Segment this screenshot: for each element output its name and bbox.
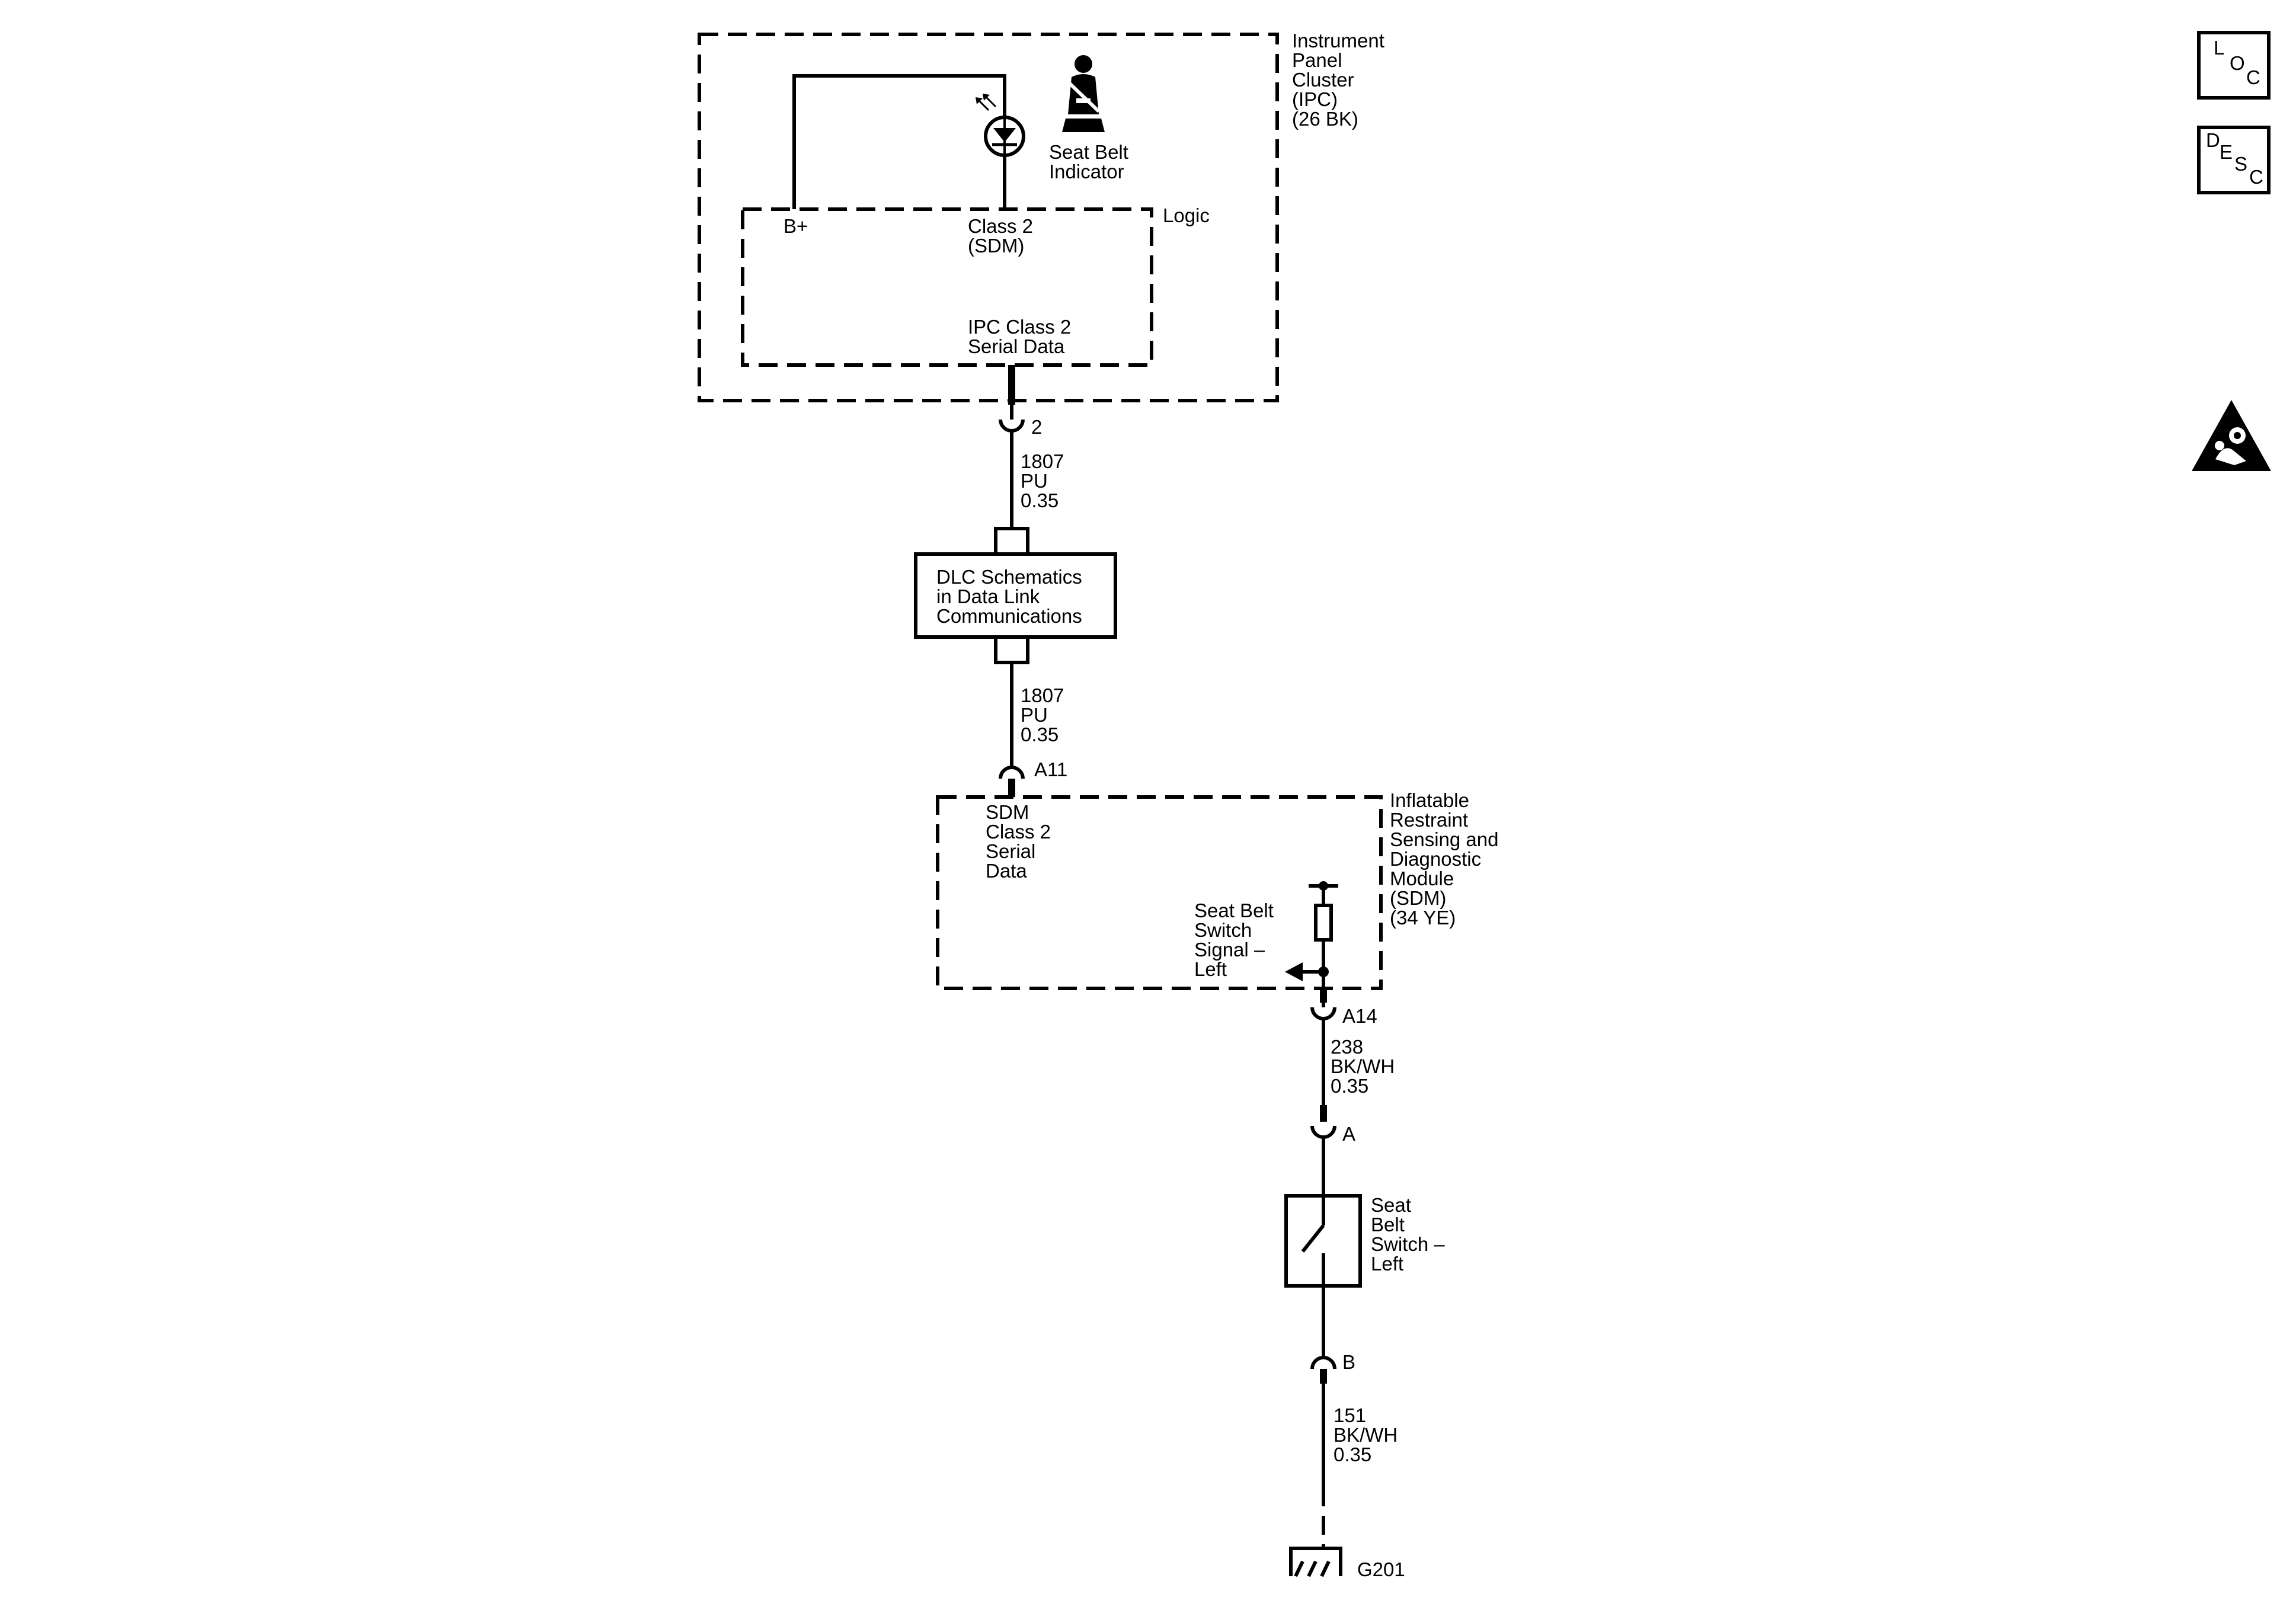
wire-1807-lower-line-2: PU: [1021, 704, 1048, 726]
ground-icon: [1289, 1547, 1342, 1577]
seat-belt-indicator-label-1: Seat Belt: [1049, 141, 1128, 163]
sdm-class2-label-3: Serial: [986, 840, 1035, 862]
ipc-label-line-2: Panel: [1292, 49, 1342, 71]
ipc-label-line-5: (26 BK): [1292, 108, 1358, 130]
logic-label: Logic: [1163, 204, 1210, 226]
seat-belt-indicator-label-2: Indicator: [1049, 161, 1124, 183]
bplus-label: B+: [784, 215, 808, 237]
wire-1807-upper-line-1: 1807: [1021, 450, 1064, 472]
desc-letter-c: C: [2249, 166, 2263, 188]
dlc-label-2: in Data Link: [936, 585, 1040, 607]
connector-a14-symbol: [1310, 1007, 1336, 1020]
wire-ipc-to-dlc: [994, 365, 1029, 554]
connector-a14-label: A14: [1342, 1005, 1377, 1027]
wire-sdm-to-switch: [1310, 988, 1336, 1196]
sdm-label-line-3: Sensing and: [1390, 828, 1498, 850]
switch-signal-label-2: Switch: [1194, 919, 1252, 941]
class2-sdm-label-1: Class 2: [968, 215, 1033, 237]
switch-signal-label-3: Signal –: [1194, 939, 1265, 961]
wire-1807-upper-line-2: PU: [1021, 470, 1048, 492]
desc-letter-s: S: [2234, 153, 2247, 175]
switch-signal-label-4: Left: [1194, 958, 1227, 980]
loc-icon[interactable]: L O C: [2197, 31, 2271, 100]
desc-letter-e: E: [2220, 141, 2233, 163]
wire-1807-upper-line-3: 0.35: [1021, 489, 1059, 511]
connector-a11-symbol: [999, 766, 1025, 779]
connector-a11-label: A11: [1034, 758, 1067, 780]
sdm-class2-label-4: Data: [986, 860, 1027, 882]
loc-letter-c: C: [2246, 66, 2260, 88]
ipc-bplus-wire: [792, 74, 1006, 209]
wire-151-line-2: BK/WH: [1334, 1424, 1398, 1446]
switch-label-2: Belt: [1371, 1214, 1405, 1235]
sdm-label-line-7: (34 YE): [1390, 907, 1456, 929]
sdm-class2-label-2: Class 2: [986, 821, 1051, 843]
switch-label-3: Switch –: [1371, 1233, 1445, 1255]
connector-b-label: B: [1342, 1351, 1355, 1373]
led-indicator-icon: [976, 94, 1025, 157]
connector-a-symbol: [1310, 1125, 1336, 1139]
ground-label: G201: [1357, 1558, 1405, 1580]
dlc-top-connector-symbol: [994, 527, 1029, 554]
sdm-resistor-symbol: [1314, 904, 1333, 942]
sdm-module: Inflatable Restraint Sensing and Diagnos…: [936, 789, 1498, 990]
desc-letter-d: D: [2206, 129, 2220, 151]
connector-2-label: 2: [1031, 416, 1042, 438]
ipc-label-line-1: Instrument: [1292, 30, 1384, 52]
switch-signal-label-1: Seat Belt: [1194, 900, 1274, 921]
dlc-bottom-connector-symbol: [994, 637, 1029, 664]
sdm-label-line-5: Module: [1390, 868, 1454, 889]
class2-sdm-label-2: (SDM): [968, 235, 1024, 257]
dlc-label-1: DLC Schematics: [936, 566, 1082, 588]
ipc-label-line-3: Cluster: [1292, 69, 1354, 91]
loc-letter-o: O: [2230, 52, 2245, 74]
connector-b-symbol: [1310, 1356, 1336, 1369]
wire-dlc-to-sdm: [994, 637, 1029, 797]
switch-label-1: Seat: [1371, 1194, 1411, 1216]
ipc-serial-label-2: Serial Data: [968, 335, 1065, 357]
sdm-label-line-2: Restraint: [1390, 809, 1468, 831]
dlc-label-3: Communications: [936, 605, 1082, 627]
wire-switch-to-ground: [1310, 1286, 1336, 1548]
connector-2-symbol: [999, 419, 1025, 433]
ipc-module: Instrument Panel Cluster (IPC) (26 BK) S…: [698, 30, 1384, 402]
wire-238-line-2: BK/WH: [1331, 1055, 1395, 1077]
loc-letter-l: L: [2214, 37, 2224, 59]
ipc-outline: [698, 33, 1279, 402]
switch-contact-symbol: [1301, 1224, 1325, 1253]
wire-151-line-1: 151: [1334, 1404, 1366, 1426]
switch-label-4: Left: [1371, 1253, 1403, 1275]
ipc-serial-label-1: IPC Class 2: [968, 316, 1071, 338]
signal-arrow-icon: [1285, 962, 1303, 981]
sdm-outline: [936, 795, 1383, 990]
wire-238-line-3: 0.35: [1331, 1075, 1368, 1097]
wire-1807-lower-line-1: 1807: [1021, 684, 1064, 706]
wire-151-line-3: 0.35: [1334, 1443, 1371, 1465]
wire-1807-lower-line-3: 0.35: [1021, 724, 1059, 745]
seat-belt-icon: [1062, 55, 1105, 132]
ipc-logic-outline: [741, 207, 1153, 367]
sdm-label-line-4: Diagnostic: [1390, 848, 1481, 870]
dlc-box: [914, 552, 1117, 639]
airbag-warning-icon: [2192, 400, 2271, 471]
connector-a-label: A: [1342, 1123, 1355, 1145]
wire-238-line-1: 238: [1331, 1036, 1363, 1058]
sdm-label-line-1: Inflatable: [1390, 789, 1469, 811]
seat-belt-switch: [1284, 1194, 1362, 1288]
sdm-class2-label-1: SDM: [986, 801, 1029, 823]
ipc-label-line-4: (IPC): [1292, 88, 1338, 110]
desc-icon[interactable]: D E S C: [2197, 126, 2271, 194]
sdm-label-line-6: (SDM): [1390, 887, 1446, 909]
